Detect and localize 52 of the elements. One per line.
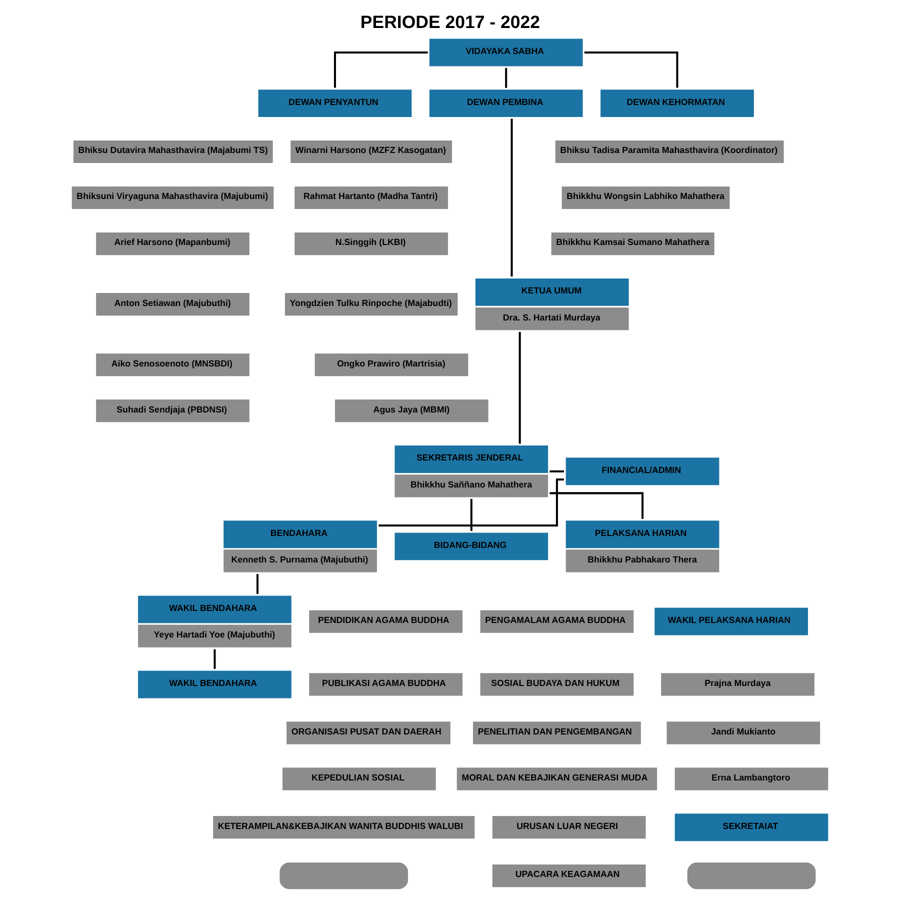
node-box: DEWAN KEHORMATAN	[600, 90, 754, 118]
node-box: KETERAMPILAN&KEBAJIKAN WANITA BUDDHIS WALUBI	[213, 816, 475, 839]
node-box: DEWAN PENYANTUN	[258, 90, 412, 118]
node-box: PENELITIAN DAN PENGEMBANGAN	[473, 722, 641, 744]
node-box: MORAL DAN KEBAJIKAN GENERASI MUDA	[456, 768, 658, 790]
node-box: Suhadi Sendjaja (PBDNSI)	[96, 400, 250, 422]
connector	[378, 478, 564, 526]
node-box: Bhiksu Tadisa Paramita Mahasthavira (Koordinator)	[555, 140, 784, 164]
node-box: PENDIDIKAN AGAMA BUDDHA	[309, 610, 462, 633]
connector	[510, 118, 513, 277]
node-box: Jandi Mukianto	[666, 722, 820, 744]
node-box: Rahmat Hartanto (Madha Tantri)	[294, 186, 448, 210]
node-box: VIDAYAKA SABHA	[429, 38, 583, 66]
node-box: ORGANISASI PUSAT DAN DAERAH	[286, 722, 450, 744]
connector	[214, 649, 216, 669]
node-box: Ongko Prawiro (Martrisia)	[314, 354, 468, 376]
node-box: DEWAN PEMBINA	[429, 90, 583, 118]
node-box: Erna Lambangtoro	[674, 768, 828, 790]
node-box: Anton Setiawan (Majubuthi)	[96, 293, 250, 316]
node-box: Agus Jaya (MBMI)	[334, 400, 488, 422]
node-box: Aiko Senosoenoto (MNSBDI)	[96, 354, 250, 376]
connector	[256, 574, 258, 594]
node-box: Winarni Harsono (MZFZ Kasogatan)	[290, 140, 452, 164]
node-box: SOSIAL BUDAYA DAN HUKUM	[480, 673, 634, 696]
node-box: KEPEDULIAN SOSIAL	[282, 768, 436, 790]
node-box: Bhiksuni Viryaguna Mahasthavira (Majubumi)	[72, 186, 274, 210]
connector	[505, 68, 508, 88]
node-box: URUSAN LUAR NEGERI	[492, 816, 646, 839]
node-box: SEKRETAIAT	[674, 814, 828, 842]
node-box: Bhikkhu Wongsin Labhiko Mahathera	[562, 186, 730, 210]
node-box: PUBLIKASI AGAMA BUDDHA	[309, 673, 462, 696]
node-box: FINANCIAL/ADMIN	[566, 458, 720, 486]
node-box: Prajna Murdaya	[661, 673, 814, 696]
node-box	[280, 862, 408, 890]
connector	[470, 498, 472, 531]
connector	[550, 492, 644, 519]
node-box: Arief Harsono (Mapanbumi)	[96, 232, 250, 256]
diagram-title: PERIODE 2017 - 2022	[360, 12, 540, 32]
node-box: Bhikkhu Kamsai Sumano Mahathera	[551, 232, 714, 256]
node-box: Bhiksu Dutavira Mahasthavira (Majabumi TS)	[73, 140, 273, 164]
connector	[334, 51, 428, 88]
connector	[518, 332, 521, 444]
node-box: Yongdzien Tulku Rinpoche (Majabudti)	[284, 293, 458, 316]
connector	[584, 51, 678, 88]
node-box: N.Singgih (LKBI)	[294, 232, 448, 256]
node-box	[687, 862, 816, 890]
node-box: WAKIL PELAKSANA HARIAN	[654, 608, 808, 636]
node-box: UPACARA KEAGAMAAN	[492, 864, 646, 888]
node-box: WAKIL BENDAHARA	[138, 670, 292, 698]
node-box: PENGAMALAM AGAMA BUDDHA	[480, 610, 634, 633]
node-box: BIDANG-BIDANG	[394, 532, 548, 560]
connector	[550, 470, 564, 472]
